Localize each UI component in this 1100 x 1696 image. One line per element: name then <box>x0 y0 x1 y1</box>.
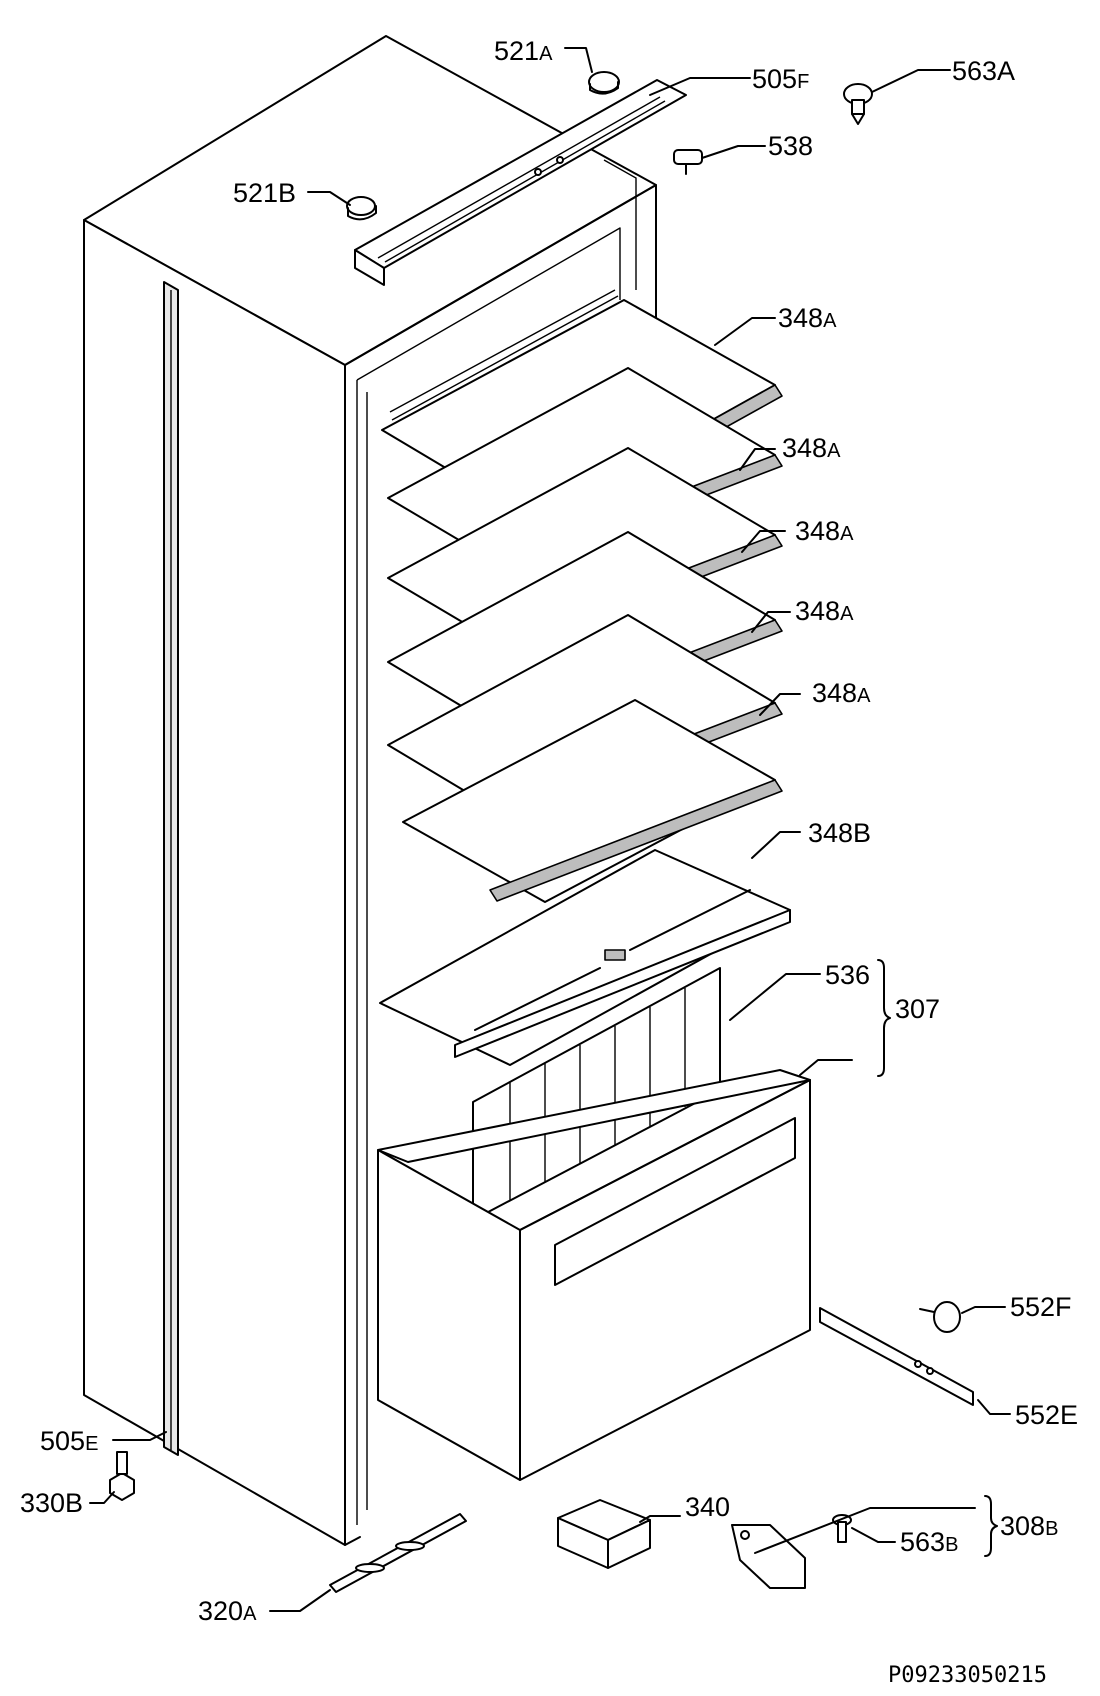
label-348a-5: 348A <box>812 678 871 708</box>
label-348b: 348B <box>808 818 871 848</box>
rail-320a <box>329 1513 467 1593</box>
bushing-552f <box>919 1301 961 1333</box>
gasket-strip <box>163 281 179 1456</box>
shelf-348b <box>402 699 783 903</box>
label-308b: 308B <box>1000 1511 1058 1541</box>
label-552e: 552E <box>1015 1400 1078 1430</box>
hinge-308b <box>731 1524 806 1589</box>
hinge-bracket-552e <box>819 1307 974 1406</box>
label-505e: 505E <box>40 1426 98 1456</box>
crisper-drawer <box>377 967 811 1481</box>
label-348a-3: 348A <box>795 516 854 546</box>
hinge-cap-521a <box>588 71 620 95</box>
label-348a-2: 348A <box>782 433 841 463</box>
label-320a: 320A <box>198 1596 257 1626</box>
label-563b: 563B <box>900 1527 958 1557</box>
foot-330b <box>109 1451 135 1501</box>
label-505f: 505F <box>752 64 809 94</box>
drawing-code: P09233050215 <box>888 1663 1047 1688</box>
label-348a-1: 348A <box>778 303 837 333</box>
label-521b: 521B <box>233 178 296 208</box>
hinge-pin-538 <box>673 149 703 175</box>
label-330b: 330B <box>20 1488 83 1518</box>
label-538: 538 <box>768 131 813 161</box>
label-340: 340 <box>685 1492 730 1522</box>
label-552f: 552F <box>1010 1292 1072 1322</box>
plug-563a <box>843 83 873 125</box>
hinge-cap-521b <box>346 196 377 221</box>
label-348a-4: 348A <box>795 596 854 626</box>
crisper-cover <box>379 849 791 1066</box>
label-521a: 521A <box>494 36 553 66</box>
label-307: 307 <box>895 994 940 1024</box>
leader-lines <box>89 47 1011 1612</box>
part-labels: 521A 505F 563A 538 521B 348A 348A 348A 3… <box>20 36 1078 1626</box>
label-536: 536 <box>825 960 870 990</box>
top-rail <box>354 79 687 286</box>
block-340 <box>557 1499 651 1569</box>
label-563a: 563A <box>952 56 1015 86</box>
